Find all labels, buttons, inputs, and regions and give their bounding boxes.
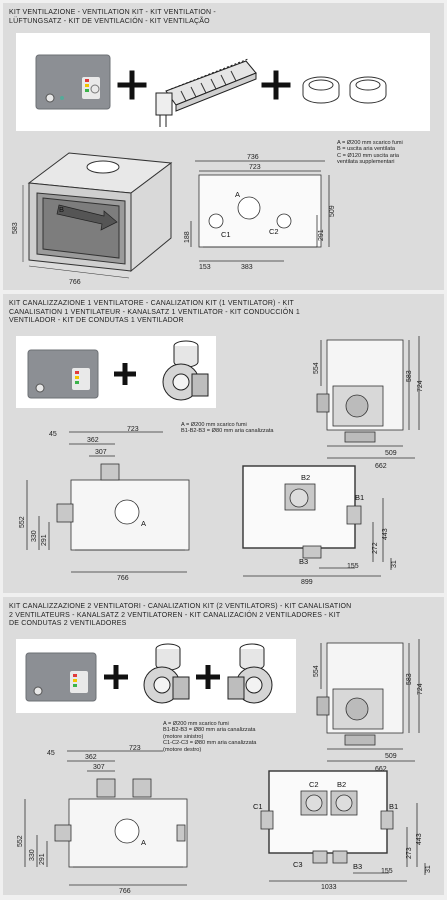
dim-443: 443 xyxy=(416,833,423,845)
front-view: 45 723 362 307 552 330 291 766 A xyxy=(17,745,188,895)
label-b3: B3 xyxy=(353,862,362,871)
kit-components-panel xyxy=(16,33,430,131)
firebox-isometric-view: B 583 766 xyxy=(12,152,173,286)
label-b2: B2 xyxy=(301,473,310,482)
legend-text: A = Ø200 mm scarico fumi B1-B2-B3 = Ø80 … xyxy=(181,422,274,435)
section-ventilation-kit: KIT VENTILAZIONE - VENTILATION KIT - KIT… xyxy=(3,3,444,290)
kit-components xyxy=(35,54,387,127)
label-a: A xyxy=(235,190,240,199)
rear-view: B2 B1 B3 443 272 31 155 899 xyxy=(242,465,398,586)
section-title: KIT CANALIZZAZIONE 2 VENTILATORI - CANAL… xyxy=(9,603,352,627)
label-b3: B3 xyxy=(299,557,308,566)
airflow-arrow-icon xyxy=(56,204,118,231)
dim-291: 291 xyxy=(318,229,325,241)
dim-330: 330 xyxy=(29,849,36,861)
dim-724: 724 xyxy=(417,683,424,695)
dim-509: 509 xyxy=(385,753,397,760)
dim-724: 724 xyxy=(417,380,424,392)
collar-rings-icon xyxy=(302,76,387,104)
section-title: KIT VENTILAZIONE - VENTILATION KIT - KIT… xyxy=(9,9,216,25)
dim-662: 662 xyxy=(375,766,387,773)
dim-552: 552 xyxy=(17,835,24,847)
side-view: 554 583 724 509 662 xyxy=(313,336,424,470)
dim-766: 766 xyxy=(117,575,129,582)
dim-723: 723 xyxy=(129,745,141,752)
legend-text: A = Ø200 mm scarico fumi B = uscita aria… xyxy=(337,140,403,166)
dim-583: 583 xyxy=(406,370,413,382)
kit-components xyxy=(27,340,209,401)
dim-31: 31 xyxy=(425,865,432,873)
kit-components-panel xyxy=(16,336,216,408)
dim-45: 45 xyxy=(49,431,57,438)
dim-291: 291 xyxy=(41,534,48,546)
centrifugal-fan-icon xyxy=(227,643,273,704)
section-canalization-2-kit: KIT CANALIZZAZIONE 2 VENTILATORI - CANAL… xyxy=(3,597,444,895)
dim-362: 362 xyxy=(87,437,99,444)
side-view: 554 583 724 509 662 xyxy=(313,639,424,773)
centrifugal-fan-icon xyxy=(143,643,190,704)
label-b1: B1 xyxy=(355,493,364,502)
dim-723: 723 xyxy=(249,164,261,171)
dim-362: 362 xyxy=(85,754,97,761)
control-panel-icon xyxy=(27,349,99,399)
dim-155: 155 xyxy=(381,868,393,875)
section-canalization-1-kit: KIT CANALIZZAZIONE 1 VENTILATORE - CANAL… xyxy=(3,294,444,593)
dim-736: 736 xyxy=(247,154,259,161)
plus-icon xyxy=(196,665,220,689)
label-c2: C2 xyxy=(269,227,279,236)
dim-155: 155 xyxy=(347,563,359,570)
label-c1: C1 xyxy=(221,230,231,239)
dim-272: 272 xyxy=(372,542,379,554)
dim-766: 766 xyxy=(119,888,131,895)
dim-153: 153 xyxy=(199,264,211,271)
dim-723: 723 xyxy=(127,426,139,433)
control-panel-icon xyxy=(25,652,97,702)
legend-text: A = Ø200 mm scarico fumi B1-B2-B3 = Ø80 … xyxy=(163,721,257,753)
front-dimension-view: 736 723 509 291 188 153 383 A C1 C2 xyxy=(184,154,336,271)
plus-icon xyxy=(261,70,291,100)
dim-31: 31 xyxy=(391,560,398,568)
dim-554: 554 xyxy=(313,362,320,374)
dim-1033: 1033 xyxy=(321,884,337,891)
dim-509: 509 xyxy=(385,450,397,457)
dim-307: 307 xyxy=(93,764,105,771)
dim-552: 552 xyxy=(19,516,26,528)
label-b1: B1 xyxy=(389,802,398,811)
front-view: 45 723 362 307 552 330 291 766 A xyxy=(19,426,190,582)
dim-899: 899 xyxy=(301,579,313,586)
label-a: A xyxy=(141,519,146,528)
rear-view: C2 B2 C1 B1 C3 B3 443 273 31 155 1033 xyxy=(253,770,432,891)
label-c2: C2 xyxy=(309,780,319,789)
dim-188: 188 xyxy=(184,231,191,243)
label-b: B xyxy=(59,205,64,214)
dim-45: 45 xyxy=(47,750,55,757)
dim-330: 330 xyxy=(31,530,38,542)
dim-443: 443 xyxy=(382,528,389,540)
dim-583: 583 xyxy=(406,673,413,685)
control-panel-icon xyxy=(35,54,111,110)
plus-icon xyxy=(117,70,147,100)
dim-307: 307 xyxy=(95,449,107,456)
label-b2: B2 xyxy=(337,780,346,789)
dim-766: 766 xyxy=(69,279,81,286)
tangential-fan-icon xyxy=(155,58,257,127)
plus-icon xyxy=(114,363,136,385)
section-title: KIT CANALIZZAZIONE 1 VENTILATORE - CANAL… xyxy=(9,300,300,324)
label-c1: C1 xyxy=(253,802,263,811)
dim-273: 273 xyxy=(406,847,413,859)
plus-icon xyxy=(104,665,128,689)
label-a: A xyxy=(141,838,146,847)
dim-509: 509 xyxy=(329,205,336,217)
label-c3: C3 xyxy=(293,860,303,869)
dim-383: 383 xyxy=(241,264,253,271)
dim-662: 662 xyxy=(375,463,387,470)
dim-554: 554 xyxy=(313,665,320,677)
dim-291: 291 xyxy=(39,853,46,865)
kit-components-panel xyxy=(16,639,296,713)
dim-583: 583 xyxy=(12,222,19,234)
centrifugal-fan-icon xyxy=(162,340,209,401)
kit-components xyxy=(25,643,273,704)
